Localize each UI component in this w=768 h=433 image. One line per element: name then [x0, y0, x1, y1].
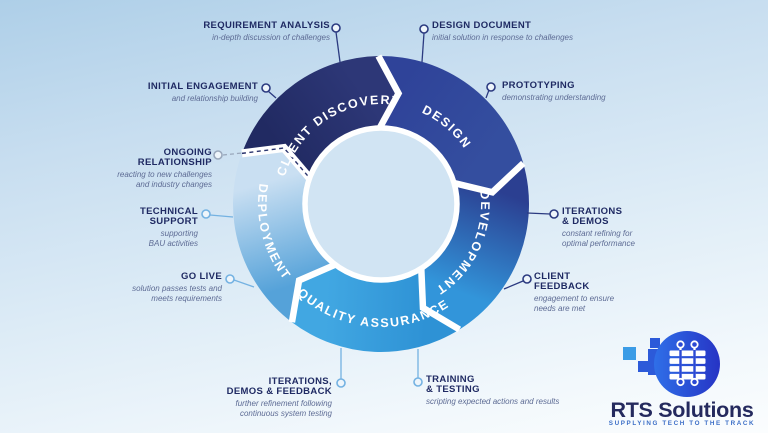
callout-title: CLIENT FEEDBACK — [534, 271, 590, 292]
callout-title: TECHNICAL SUPPORT — [139, 206, 198, 227]
callout-dot-technical-support — [201, 209, 211, 219]
callout-dot-design-document — [419, 24, 429, 34]
logo-pixel-square — [623, 347, 636, 360]
callout-title: PROTOTYPING — [502, 80, 575, 91]
callout-line-design-document — [421, 32, 425, 63]
callout-line-iterations-demos — [526, 212, 551, 215]
callout-dot-initial-engagement — [261, 83, 271, 93]
callout-line-prototyping — [485, 89, 490, 99]
segment-divider — [418, 268, 462, 333]
railway-track-icon — [669, 340, 706, 387]
callout-requirement-analysis: REQUIREMENT ANALYSIS in-depth discussion… — [203, 21, 330, 43]
segment-design — [378, 55, 524, 193]
callout-dot-ongoing-relationship — [213, 150, 223, 160]
callout-technical-support: TECHNICAL SUPPORT supporting BAU activit… — [140, 207, 198, 248]
callout-iterations-demos-feedback: ITERATIONS, DEMOS & FEEDBACK further ref… — [227, 377, 332, 418]
callout-prototyping: PROTOTYPING demonstrating understanding — [502, 81, 606, 103]
callout-subtitle: in-depth discussion of challenges — [212, 32, 330, 42]
callout-client-feedback: CLIENT FEEDBACK engagement to ensure nee… — [534, 272, 614, 313]
callout-dot-client-feedback — [522, 274, 532, 284]
callout-subtitle: and relationship building — [171, 93, 258, 103]
callout-subtitle: further refinement following continuous … — [235, 398, 333, 418]
callout-dot-go-live — [225, 274, 235, 284]
callout-dot-training-testing — [413, 377, 423, 387]
callout-line-technical-support — [209, 214, 234, 218]
callout-dot-iterations-demos — [549, 209, 559, 219]
rts-logo-wordmark: RTS Solutions — [610, 398, 754, 422]
callout-title: INITIAL ENGAGEMENT — [147, 81, 258, 92]
callout-design-document: DESIGN DOCUMENT initial solution in resp… — [432, 21, 573, 43]
callout-training-testing: TRAINING & TESTING scripting expected ac… — [426, 375, 559, 407]
callout-line-client-feedback — [503, 280, 524, 290]
rts-logo-tagline: SUPPLYING TECH TO THE TRACK — [608, 420, 756, 427]
logo-circle — [654, 331, 720, 397]
callout-iterations-demos: ITERATIONS & DEMOS constant refining for… — [562, 207, 635, 248]
callout-title: ONGOING RELATIONSHIP — [137, 147, 212, 168]
segment-development — [421, 163, 530, 330]
callout-initial-engagement: INITIAL ENGAGEMENT and relationship buil… — [148, 82, 258, 104]
callout-subtitle: reacting to new challenges and industry … — [117, 169, 212, 189]
callout-title: GO LIVE — [181, 271, 222, 282]
callout-title: ITERATIONS & DEMOS — [562, 206, 623, 227]
callout-line-go-live — [233, 279, 255, 288]
segment-deployment — [233, 148, 336, 323]
logo-pixel-square — [650, 338, 660, 348]
callout-title: ITERATIONS, DEMOS & FEEDBACK — [226, 376, 332, 397]
callout-subtitle: engagement to ensure needs are met — [534, 293, 615, 313]
callout-subtitle: constant refining for optimal performanc… — [562, 228, 635, 248]
callout-line-ongoing-relationship — [222, 152, 243, 156]
callout-line-initial-engagement — [267, 90, 277, 99]
callout-subtitle: scripting expected actions and results — [426, 396, 560, 406]
callout-subtitle: supporting BAU activities — [148, 228, 198, 248]
callout-title: TRAINING & TESTING — [426, 374, 480, 395]
rts-logo-icon — [623, 331, 720, 397]
wheel-center-disc — [302, 125, 460, 283]
callout-subtitle: solution passes tests and meets requirem… — [132, 283, 222, 303]
callout-go-live: GO LIVE solution passes tests and meets … — [132, 272, 222, 303]
segment-quality-assurance — [291, 264, 460, 353]
callout-title: REQUIREMENT ANALYSIS — [203, 20, 330, 31]
segment-divider — [453, 160, 526, 196]
segment-divider — [288, 261, 337, 323]
cycle-restart-dashed-line — [241, 147, 311, 179]
callout-title: DESIGN DOCUMENT — [432, 20, 532, 31]
logo-pixel-square — [638, 361, 649, 372]
callout-dot-iterations-demos-feedback — [336, 378, 346, 388]
segment-divider — [375, 54, 403, 130]
callout-subtitle: initial solution in response to challeng… — [432, 32, 573, 42]
callout-dot-requirement-analysis — [331, 23, 341, 33]
callout-subtitle: demonstrating understanding — [502, 92, 606, 102]
callout-line-requirement-analysis — [335, 31, 341, 63]
callout-ongoing-relationship: ONGOING RELATIONSHIP reacting to new cha… — [117, 148, 212, 189]
callout-dot-prototyping — [486, 82, 496, 92]
